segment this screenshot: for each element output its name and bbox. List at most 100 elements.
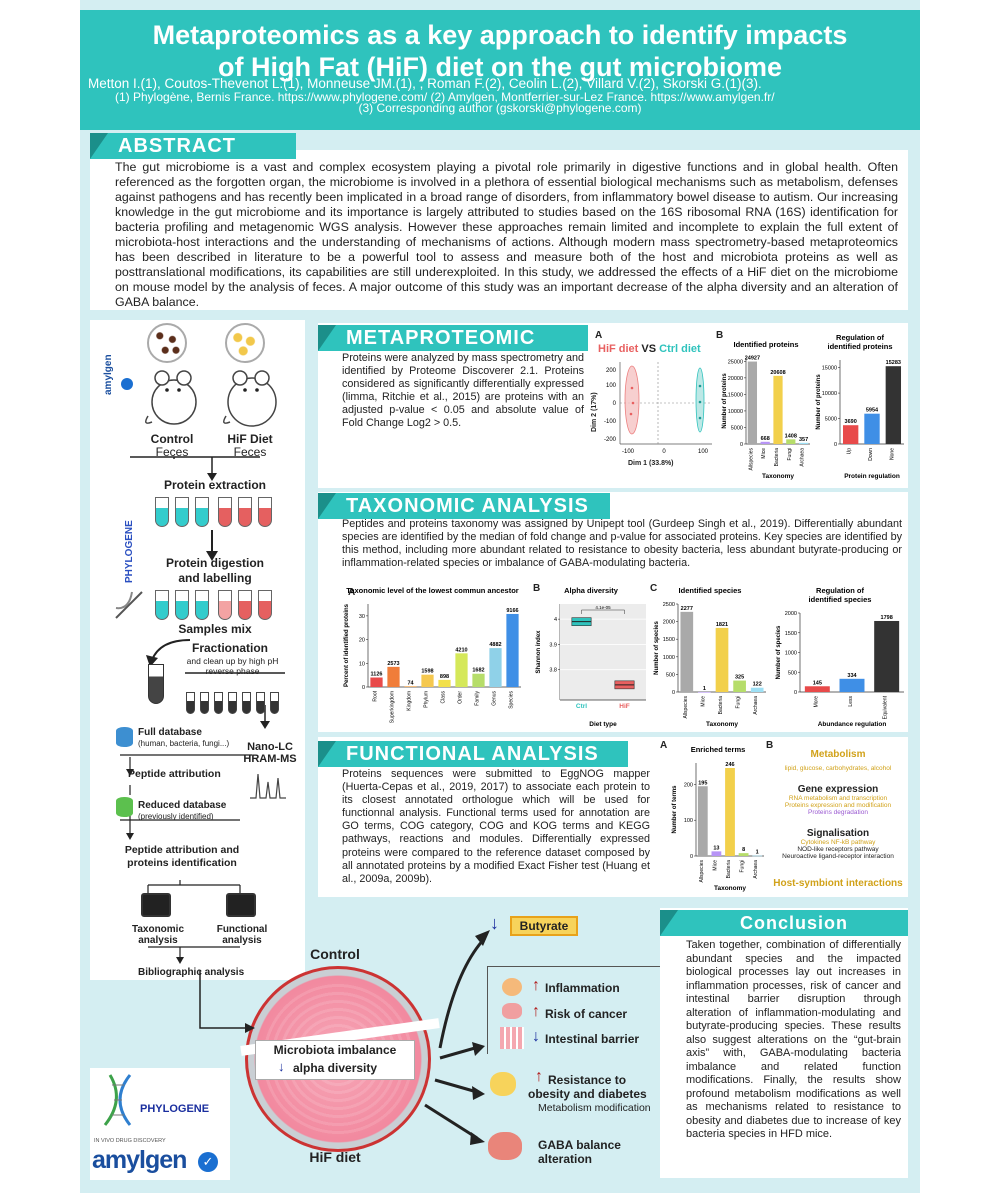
peptide-identification-label: Peptide attribution and proteins identif…	[124, 844, 240, 869]
signalisation-3: Neuroactive ligand-receptor interaction	[782, 853, 894, 860]
fraction-tube-6	[256, 692, 265, 714]
identified_species-ylabel: Number of species	[654, 620, 660, 674]
full-db-icon	[116, 727, 133, 747]
identified_proteins-ytick: 0	[740, 442, 743, 448]
identified_species-data-label: 325	[735, 675, 744, 681]
enriched_terms-ylabel: Number of terms	[672, 785, 678, 834]
taxonomic-title: TAXONOMIC ANALYSIS	[318, 493, 610, 519]
enriched_terms-data-label: 8	[742, 847, 745, 853]
amylgen-tagline: IN VIVO DRUG DISCOVERY	[94, 1138, 166, 1144]
identified_species-ytick: 1500	[663, 637, 675, 643]
identified_species-bar	[698, 691, 711, 693]
gene-expression-3: Proteins degradation	[808, 809, 868, 816]
pca-ctrl-ellipse	[695, 367, 705, 433]
barrier-label: Intestinal barrier	[545, 1032, 640, 1046]
identified_species-bar	[680, 611, 694, 692]
identified_species-category-label: Fungi	[736, 696, 742, 709]
imbalance-label: Microbiota imbalance	[273, 1043, 397, 1057]
taxonomic_level-bar	[387, 666, 400, 687]
barrier-icon	[500, 1027, 524, 1049]
identified_proteins-bar	[773, 375, 783, 444]
identified_species-category-label: Allspecies	[683, 696, 689, 719]
taxonomic_level-data-label: 1682	[472, 668, 484, 674]
identified_species-ytick: 0	[672, 690, 675, 696]
abstract-panel	[90, 150, 908, 310]
chart-taxonomic-level: Taxonomic level of the lowest commun anc…	[340, 583, 525, 723]
hif-feces-dish	[225, 323, 265, 363]
regulation_proteins-ylabel: Number of proteins	[816, 374, 822, 430]
svg-text:0: 0	[662, 449, 666, 455]
gene-expression-heading: Gene expression	[797, 784, 879, 795]
enriched_terms-category-label: Mice	[712, 860, 718, 871]
regulation_proteins-data-label: 5954	[866, 408, 879, 414]
enriched_terms-data-label: 13	[713, 845, 719, 851]
mix-tube-icon	[148, 664, 164, 704]
identified_species-bar	[733, 680, 746, 692]
pca-plot: 200 100 0 -100 -200 -100 0 100	[604, 362, 712, 455]
pca-vs-label: VS	[641, 343, 657, 355]
identified_proteins-category-label: Bacteria	[774, 448, 780, 467]
hif-mouse-icon	[223, 370, 277, 427]
abstract-title: ABSTRACT	[90, 133, 296, 159]
identified_species-title: Identified species	[679, 586, 742, 595]
taxonomic_level-data-label: 4210	[455, 647, 467, 653]
alpha_diversity-category-label: HiF	[619, 703, 630, 710]
identified_species-category-label: Mice	[700, 696, 706, 707]
identified_species-data-label: 2277	[681, 606, 693, 612]
taxonomic_level-bar	[489, 648, 502, 687]
poster-title-line2: of High Fat (HiF) diet on the gut microb…	[218, 52, 782, 82]
abstract-text: The gut microbiome is a vast and complex…	[115, 160, 898, 309]
step-samples-mix: Samples mix	[178, 622, 252, 636]
effects-bracket	[487, 966, 662, 1054]
conclusion-title: Conclusion	[660, 910, 908, 936]
pca-hif-ellipse	[624, 365, 640, 435]
regulation_species-ytick: 2000	[785, 611, 797, 617]
cytokines-term: Cytokines	[800, 839, 830, 846]
taxonomic_level-category-label: Root	[373, 690, 379, 701]
func-panel-b: B	[766, 740, 774, 751]
summary-arrows	[199, 930, 490, 1145]
amylgen-logo-check-icon: ✓	[198, 1152, 218, 1172]
phylogene-dna-icon	[103, 1074, 132, 1126]
gaba-label-2: alteration	[538, 1152, 593, 1166]
pca-xlabel: Dim 1 (33.8%)	[628, 460, 674, 467]
pca-ylabel: Dim 2 (17%)	[591, 392, 598, 432]
phylogene-vertical: PHYLOGENE	[124, 520, 135, 583]
regulation_proteins-category-label: Down	[868, 448, 874, 461]
tube-control-1	[155, 497, 169, 527]
signalisation-2: NOD-like receptors pathway	[797, 846, 879, 853]
identified_proteins-svg: Identified proteins050001000015000200002…	[722, 340, 810, 480]
identified_proteins-title: Identified proteins	[733, 340, 798, 349]
gene-expression-1: RNA metabolism and transcription	[788, 795, 888, 802]
dna-icon	[115, 591, 143, 619]
summary-hif-label: HiF diet	[309, 1149, 361, 1165]
identified_species-ytick: 2500	[663, 602, 675, 608]
control-mouse-icon	[145, 370, 197, 425]
regulation_proteins-ytick: 0	[834, 442, 837, 448]
alpha_diversity-ytick: 3.8	[549, 668, 557, 674]
regulation_species-ytick: 0	[794, 690, 797, 696]
workflow-panel	[90, 320, 305, 980]
brain-icon	[488, 1132, 522, 1160]
regulation_species-title: identified species	[809, 595, 872, 604]
tube-hif-1	[218, 497, 232, 527]
tube-label-1	[155, 590, 169, 620]
identified_species-category-label: Bacteria	[718, 696, 724, 715]
fraction-tube-4	[228, 692, 237, 714]
obesity-up-arrow-icon: ↑	[535, 1068, 543, 1085]
taxonomic_level-category-label: Genus	[492, 691, 498, 706]
taxonomic_level-data-label: 898	[440, 674, 449, 680]
enriched_terms-data-label: 195	[698, 780, 707, 786]
alpha_diversity-ytick: 3.9	[549, 642, 557, 648]
alpha_diversity-ylabel: Shannon index	[536, 630, 542, 674]
obesity-icon	[490, 1072, 516, 1096]
bibliographic-analysis-label: Bibliographic analysis	[138, 967, 245, 978]
alpha-down-arrow-icon: ↓	[278, 1059, 285, 1074]
authors: Metton I.(1), Coutos-Thevenot L.(1), Mon…	[88, 76, 762, 91]
taxonomic_level-svg: Taxonomic level of the lowest commun anc…	[344, 586, 521, 723]
butyrate-box: Butyrate	[510, 916, 578, 936]
metaproteomic-title: METAPROTEOMIC	[318, 325, 588, 351]
identified_proteins-ytick: 25000	[728, 359, 743, 365]
enriched_terms-bar	[711, 851, 722, 856]
